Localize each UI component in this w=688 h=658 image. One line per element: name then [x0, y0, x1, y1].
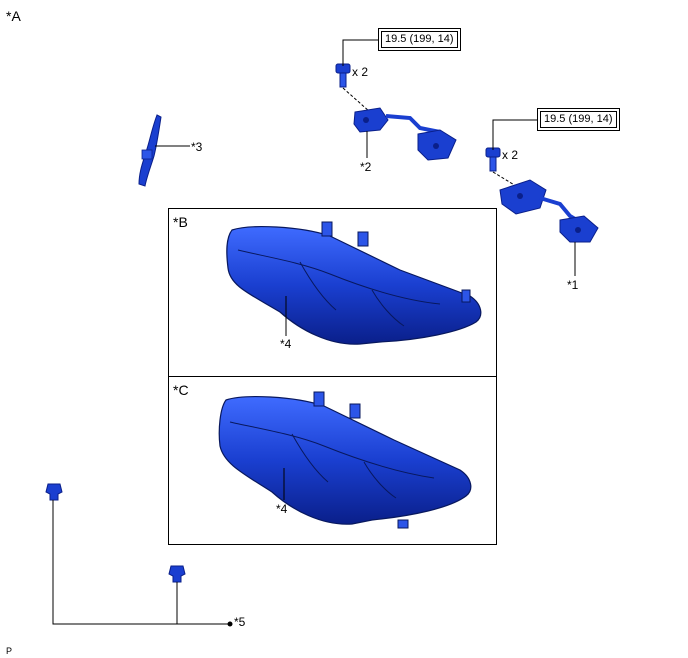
part-2-seat-hinge: [353, 107, 457, 161]
bolt-lower: [485, 147, 501, 172]
part-4-seat-cushion-view-b: [226, 221, 482, 345]
leader-dot-5: [227, 621, 233, 627]
bolt-lower-dash: [492, 171, 517, 187]
callout-part-4-view-c: *4: [276, 502, 288, 516]
quantity-lower: x 2: [502, 148, 519, 162]
leader-line-5-left: [52, 500, 230, 625]
torque-upper-leader: [342, 39, 378, 66]
part-3-latch-strap: [138, 114, 162, 187]
torque-value-upper: 19.5 (199, 14): [381, 31, 458, 48]
bolt-upper: [335, 63, 351, 88]
view-c-frame: [168, 376, 497, 545]
callout-part-5: *5: [234, 615, 246, 629]
part-1-seat-hinge: [499, 179, 599, 243]
view-a-label: *A: [6, 8, 21, 24]
part-4-seat-cushion-view-c: [218, 391, 472, 529]
torque-value-lower: 19.5 (199, 14): [540, 111, 617, 128]
clip-left: [45, 483, 63, 501]
callout-part-1: *1: [567, 278, 579, 292]
view-c-label: *C: [173, 382, 189, 398]
torque-lower-leader: [492, 119, 538, 150]
view-b-label: *B: [173, 214, 188, 230]
callout-part-4-view-b: *4: [280, 337, 292, 351]
torque-spec-lower: 19.5 (199, 14): [537, 108, 620, 131]
callout-part-3: *3: [191, 140, 203, 154]
callout-part-2: *2: [360, 160, 372, 174]
torque-spec-upper: 19.5 (199, 14): [378, 28, 461, 51]
bolt-upper-dash: [342, 87, 371, 113]
clip-right: [168, 565, 186, 583]
corner-code: P: [6, 646, 13, 656]
quantity-upper: x 2: [352, 65, 369, 79]
